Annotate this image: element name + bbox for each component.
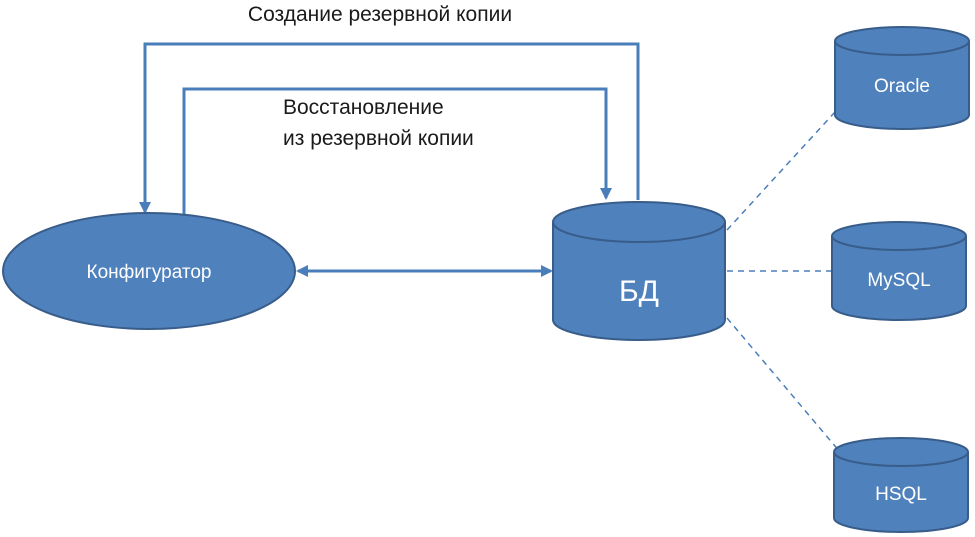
backup-arrow [139,42,640,214]
database-label: БД [619,275,659,308]
configurator-node: Конфигуратор [2,212,296,330]
oracle-cylinder: Oracle [834,26,970,130]
restore-arrow [182,87,612,214]
restore-label-line2: из резервной копии [283,127,474,150]
restore-label-line1: Восстановление [283,96,444,119]
backup-label: Создание резервной копии [248,3,512,26]
database-cylinder: БД [552,201,726,341]
db-oracle-connector [726,111,836,231]
db-hsql-connector [726,317,841,453]
hsql-label: HSQL [875,484,927,505]
mysql-cylinder: MySQL [831,221,967,321]
configurator-label: Конфигуратор [87,262,212,283]
mysql-label: MySQL [867,270,930,291]
oracle-label: Oracle [874,76,930,97]
hsql-cylinder: HSQL [833,437,969,533]
